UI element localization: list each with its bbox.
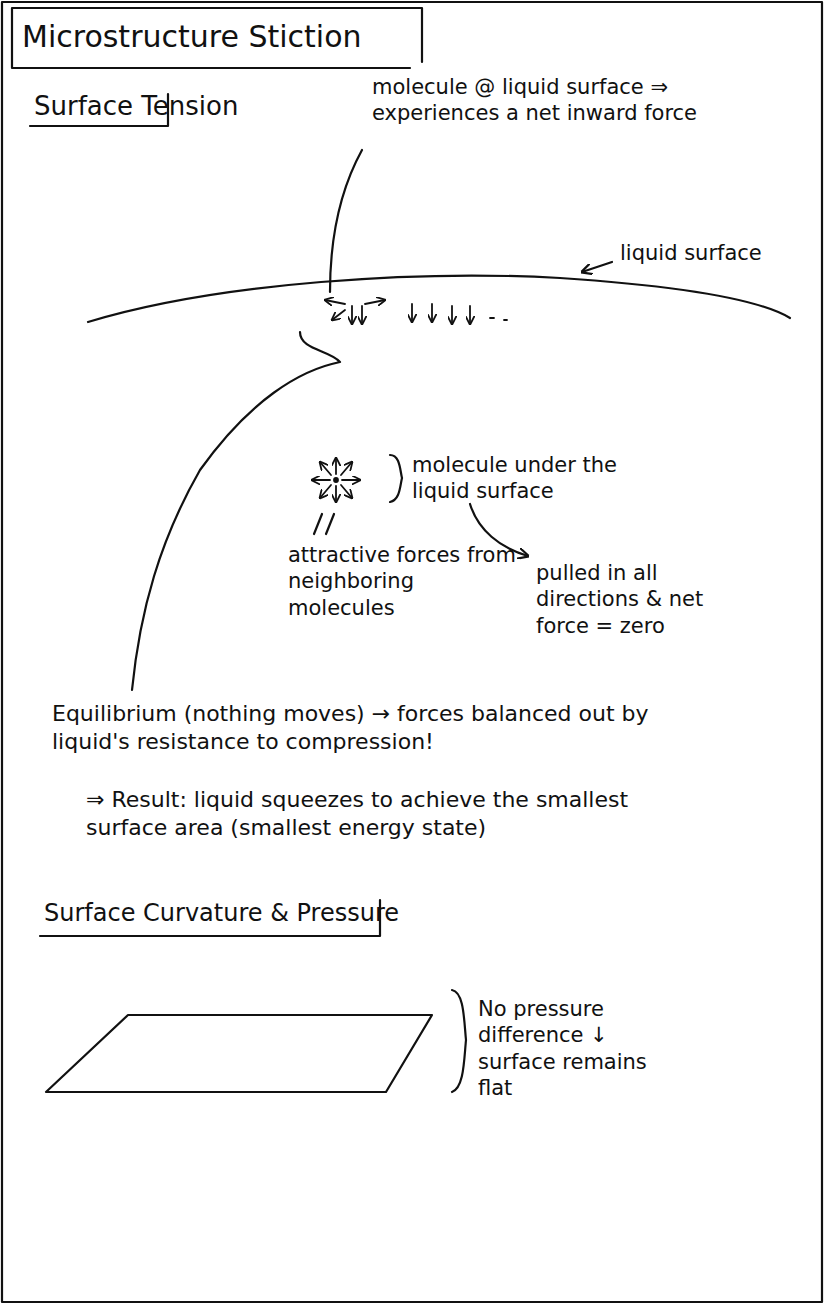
title-box: [12, 8, 422, 68]
bracket-leader: [132, 332, 340, 690]
leader-line: [330, 150, 362, 292]
annotation: No pressure difference ↓ surface remains…: [478, 996, 658, 1101]
section-heading: Surface Curvature & Pressure: [44, 898, 399, 928]
molecule-symbol: [312, 458, 360, 502]
note: Equilibrium (nothing moves) → forces bal…: [52, 700, 692, 755]
annotation: molecule @ liquid surface ⇒ experiences …: [372, 74, 702, 127]
flat-surface: [46, 1015, 432, 1092]
brace: [390, 455, 402, 502]
surface-force-arrows: [325, 300, 507, 324]
annotation: molecule under the liquid surface: [412, 452, 642, 505]
leader-arrow: [582, 262, 612, 272]
annotation: attractive forces from neighboring molec…: [288, 542, 518, 621]
brace: [452, 990, 466, 1092]
page-title: Microstructure Stiction: [22, 18, 362, 56]
section-heading: Surface Tension: [34, 90, 238, 123]
annotation: pulled in all directions & net force = z…: [536, 560, 726, 639]
note: ⇒ Result: liquid squeezes to achieve the…: [86, 786, 706, 841]
liquid-surface-curve: [88, 276, 790, 322]
equals-mark: [314, 514, 334, 534]
annotation: liquid surface: [620, 240, 762, 266]
